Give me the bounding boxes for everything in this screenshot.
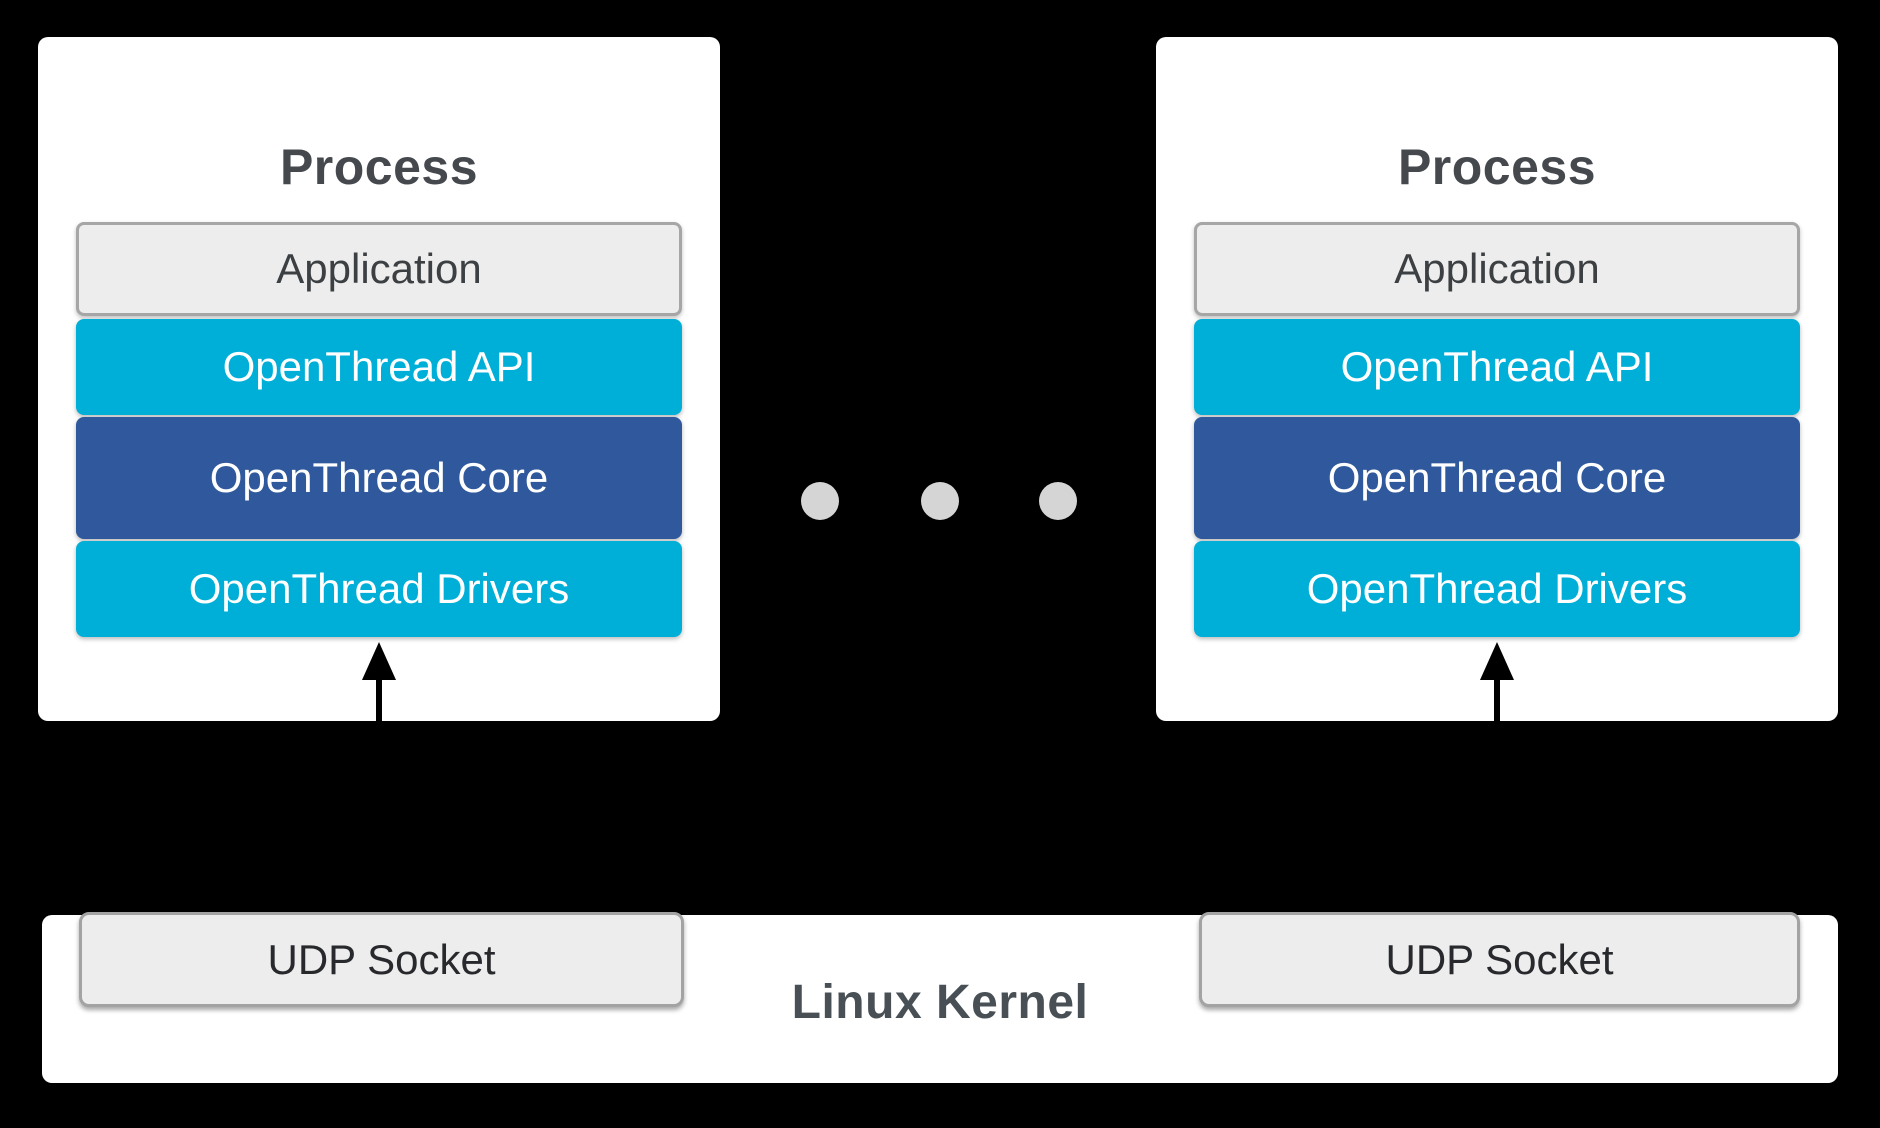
process-box-left: Process Application OpenThread API OpenT… (38, 37, 720, 721)
layer-openthread-drivers-label: OpenThread Drivers (188, 565, 570, 612)
layer-openthread-core: OpenThread Core (76, 417, 682, 539)
layer-application-label: Application (1394, 245, 1600, 292)
udp-socket-left: UDP Socket (79, 912, 684, 1007)
up-arrow-head (362, 642, 396, 680)
layer-openthread-drivers: OpenThread Drivers (76, 541, 682, 637)
layer-application: Application (1194, 222, 1800, 316)
layer-openthread-drivers-label: OpenThread Drivers (1306, 565, 1688, 612)
process-title: Process (279, 139, 479, 195)
layer-openthread-api: OpenThread API (76, 319, 682, 415)
layer-openthread-drivers: OpenThread Drivers (1194, 541, 1800, 637)
layer-openthread-api-label: OpenThread API (222, 343, 536, 390)
layer-openthread-api-label: OpenThread API (1340, 343, 1654, 390)
udp-socket-label: UDP Socket (267, 935, 496, 983)
up-arrow-stem (1494, 680, 1500, 721)
layer-application: Application (76, 222, 682, 316)
udp-socket-label: UDP Socket (1385, 935, 1614, 983)
layer-openthread-core-label: OpenThread Core (1327, 454, 1667, 501)
linux-kernel-label: Linux Kernel (791, 976, 1089, 1029)
ellipsis-dot-icon (801, 482, 839, 520)
ellipsis-dot-icon (1039, 482, 1077, 520)
layer-application-label: Application (276, 245, 482, 292)
up-arrow-head (1480, 642, 1514, 680)
up-arrow-stem (376, 680, 382, 721)
process-title: Process (1397, 139, 1597, 195)
udp-socket-right: UDP Socket (1199, 912, 1800, 1007)
up-arrow-icon (362, 642, 396, 721)
layer-openthread-core: OpenThread Core (1194, 417, 1800, 539)
linux-kernel-bar: UDP Socket Linux Kernel UDP Socket (42, 912, 1838, 1083)
ellipsis-dot-icon (921, 482, 959, 520)
up-arrow-icon (1480, 642, 1514, 721)
layer-openthread-core-label: OpenThread Core (209, 454, 549, 501)
layer-openthread-api: OpenThread API (1194, 319, 1800, 415)
process-box-right: Process Application OpenThread API OpenT… (1156, 37, 1838, 721)
